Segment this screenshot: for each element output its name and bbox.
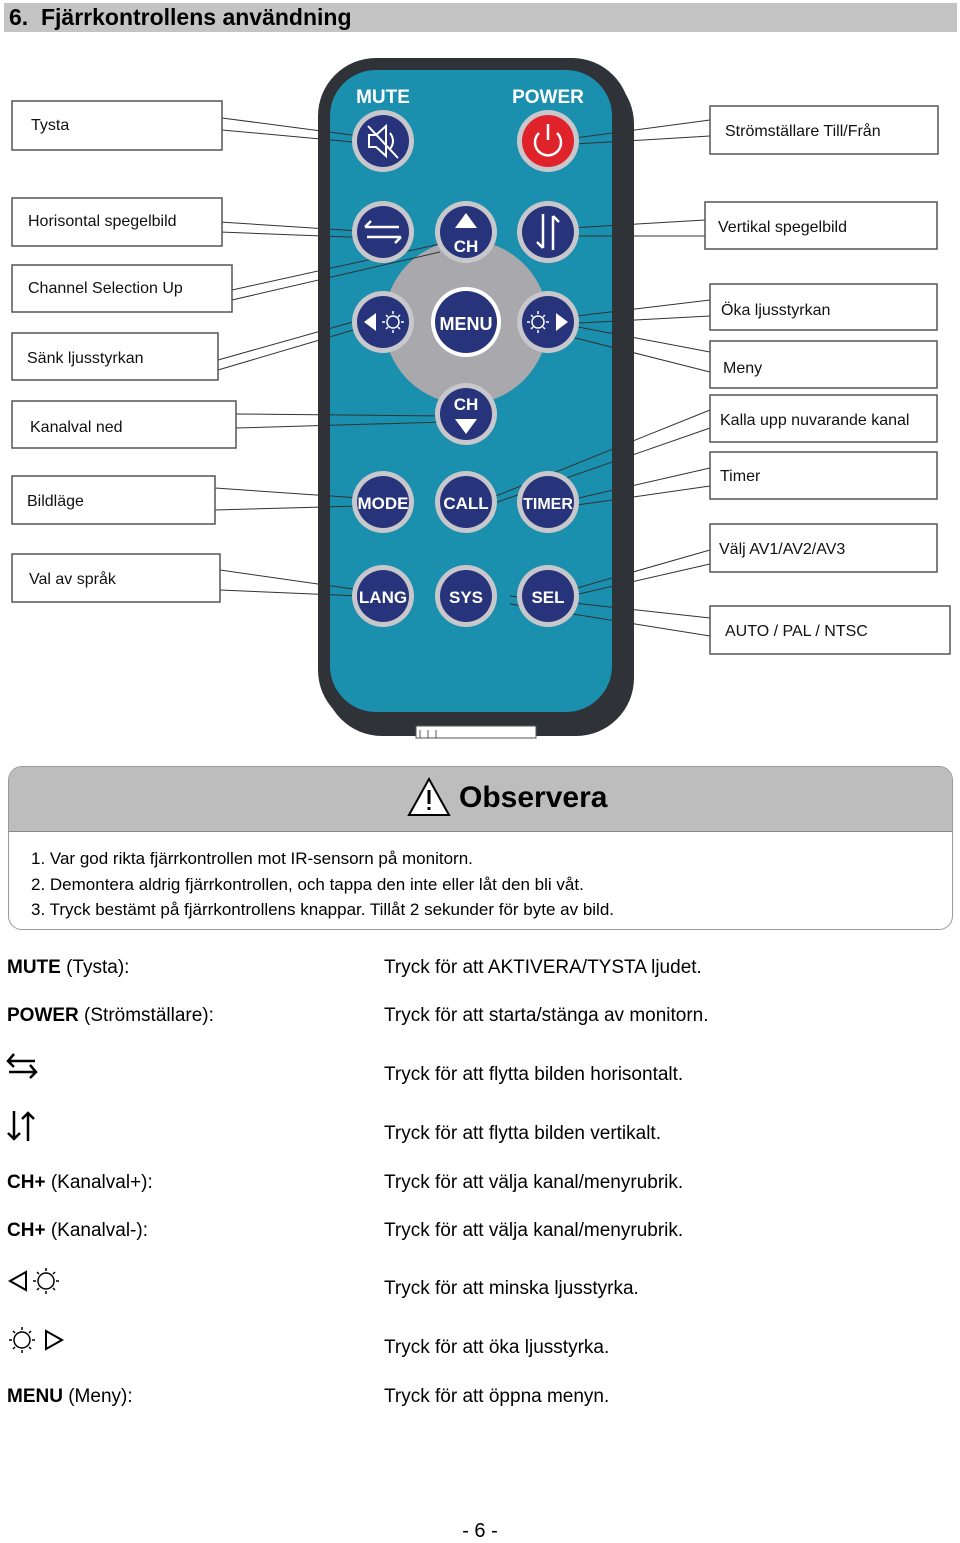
desc-key: POWER: [7, 1005, 79, 1026]
desc-label-mute: MUTE (Tysta):: [7, 957, 129, 979]
channel-down-button[interactable]: CH: [435, 383, 497, 445]
vertical-flip-button[interactable]: [517, 201, 579, 263]
section-number: 6.: [9, 4, 28, 30]
lang-button[interactable]: LANG: [352, 565, 414, 627]
desc-key: MUTE: [7, 957, 61, 978]
callout-meny: Meny: [723, 360, 762, 377]
desc-text-menu: Tryck för att öppna menyn.: [384, 1386, 609, 1408]
note-item: 2. Demontera aldrig fjärrkontrollen, och…: [31, 872, 952, 898]
callout-horisontal: Horisontal spegelbild: [28, 213, 177, 230]
power-label: POWER: [512, 87, 584, 108]
desc-text-hflip: Tryck för att flytta bilden horisontalt.: [384, 1064, 683, 1086]
desc-text-bright-down: Tryck för att minska ljusstyrka.: [384, 1278, 639, 1300]
sys-label: SYS: [449, 588, 483, 607]
sel-label: SEL: [531, 588, 564, 607]
note-box: Observera 1. Var god rikta fjärrkontroll…: [8, 766, 953, 930]
desc-label-menu: MENU (Meny):: [7, 1386, 133, 1408]
desc-label-ch-plus: CH+ (Kanalval+):: [7, 1172, 153, 1194]
note-item: 1. Var god rikta fjärrkontrollen mot IR-…: [31, 846, 952, 872]
mute-button[interactable]: [352, 110, 414, 172]
note-header: Observera: [9, 767, 952, 832]
mode-button[interactable]: MODE: [352, 471, 414, 533]
callout-tysta: Tysta: [31, 117, 69, 134]
callout-vertikal: Vertikal spegelbild: [718, 219, 847, 236]
desc-key-rest: (Kanalval-):: [46, 1220, 148, 1241]
mode-label: MODE: [358, 494, 409, 513]
desc-key: CH+: [7, 1172, 46, 1193]
brightness-up-button[interactable]: [517, 291, 579, 353]
desc-text-power: Tryck för att starta/stänga av monitorn.: [384, 1005, 709, 1027]
note-title: Observera: [459, 781, 607, 815]
desc-key-rest: (Meny):: [63, 1386, 133, 1407]
desc-text-vflip: Tryck för att flytta bilden vertikalt.: [384, 1123, 661, 1145]
callout-stromstallare: Strömställare Till/Från: [725, 122, 881, 140]
ch-up-label: CH: [454, 237, 479, 256]
desc-text-bright-up: Tryck för att öka ljusstyrka.: [384, 1337, 609, 1359]
desc-label-ch-minus: CH+ (Kanalval-):: [7, 1220, 148, 1242]
call-label: CALL: [443, 494, 488, 513]
callout-kanalval-ned: Kanalval ned: [30, 419, 123, 436]
timer-button[interactable]: TIMER: [517, 471, 579, 533]
desc-key: CH+: [7, 1220, 46, 1241]
callout-sank: Sänk ljusstyrkan: [27, 350, 144, 367]
desc-text-ch-plus: Tryck för att välja kanal/menyrubrik.: [384, 1172, 683, 1194]
horizontal-flip-button[interactable]: [352, 201, 414, 263]
callout-channel-up: Channel Selection Up: [28, 280, 183, 297]
page-number: - 6 -: [0, 1520, 960, 1543]
remote-diagram: Tysta Horisontal spegelbild Channel Sele…: [0, 40, 960, 740]
note-item: 3. Tryck bestämt på fjärrkontrollens kna…: [31, 897, 952, 923]
desc-key-rest: (Tysta):: [61, 957, 130, 978]
channel-up-button[interactable]: CH: [435, 201, 497, 263]
sel-button[interactable]: SEL: [517, 565, 579, 627]
callout-auto-pal: AUTO / PAL / NTSC: [725, 623, 868, 640]
section-header: 6. Fjärrkontrollens användning: [4, 3, 957, 32]
callout-timer: Timer: [720, 468, 761, 485]
callout-kalla-upp: Kalla upp nuvarande kanal: [720, 412, 909, 429]
sys-button[interactable]: SYS: [435, 565, 497, 627]
menu-button[interactable]: MENU: [431, 287, 501, 357]
note-list: 1. Var god rikta fjärrkontrollen mot IR-…: [9, 832, 952, 923]
vertical-flip-icon: [4, 1108, 40, 1144]
warning-icon: [407, 777, 451, 817]
lang-label: LANG: [359, 588, 407, 607]
desc-label-power: POWER (Strömställare):: [7, 1005, 214, 1027]
brightness-down-button[interactable]: [352, 291, 414, 353]
horizontal-flip-icon: [4, 1050, 40, 1084]
callout-val-av-sprak: Val av språk: [29, 570, 117, 588]
desc-text-mute: Tryck för att AKTIVERA/TYSTA ljudet.: [384, 957, 702, 979]
timer-label: TIMER: [523, 496, 573, 513]
brightness-down-icon: [4, 1265, 66, 1299]
menu-label: MENU: [440, 314, 493, 334]
brightness-up-icon: [4, 1324, 66, 1358]
callout-oka: Öka ljusstyrkan: [721, 301, 830, 319]
desc-key-rest: (Kanalval+):: [46, 1172, 153, 1193]
desc-key-rest: (Strömställare):: [79, 1005, 214, 1026]
callout-valj-av: Välj AV1/AV2/AV3: [719, 541, 845, 558]
power-button[interactable]: [517, 110, 579, 172]
section-title: 6. Fjärrkontrollens användning: [9, 4, 352, 31]
call-button[interactable]: CALL: [435, 471, 497, 533]
callout-bildlage: Bildläge: [27, 493, 84, 510]
desc-text-ch-minus: Tryck för att välja kanal/menyrubrik.: [384, 1220, 683, 1242]
ch-down-label: CH: [454, 395, 479, 414]
section-title-text: Fjärrkontrollens användning: [41, 4, 352, 30]
mute-label: MUTE: [356, 87, 410, 108]
desc-key: MENU: [7, 1386, 63, 1407]
